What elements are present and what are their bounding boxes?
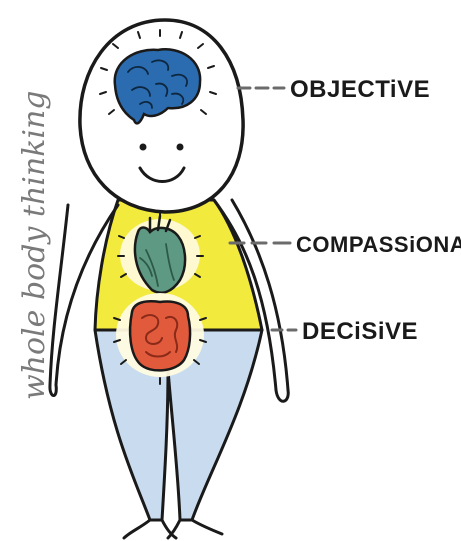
label-decisive: DECiSiVE [302,318,418,345]
label-objective: OBJECTiVE [290,76,430,103]
label-compassionate: COMPASSiONATE [296,232,461,257]
gut-icon [130,301,190,370]
side-text-whole-body-thinking: whole body thinking [17,91,52,401]
right-hand [276,390,288,401]
feet [124,520,222,538]
